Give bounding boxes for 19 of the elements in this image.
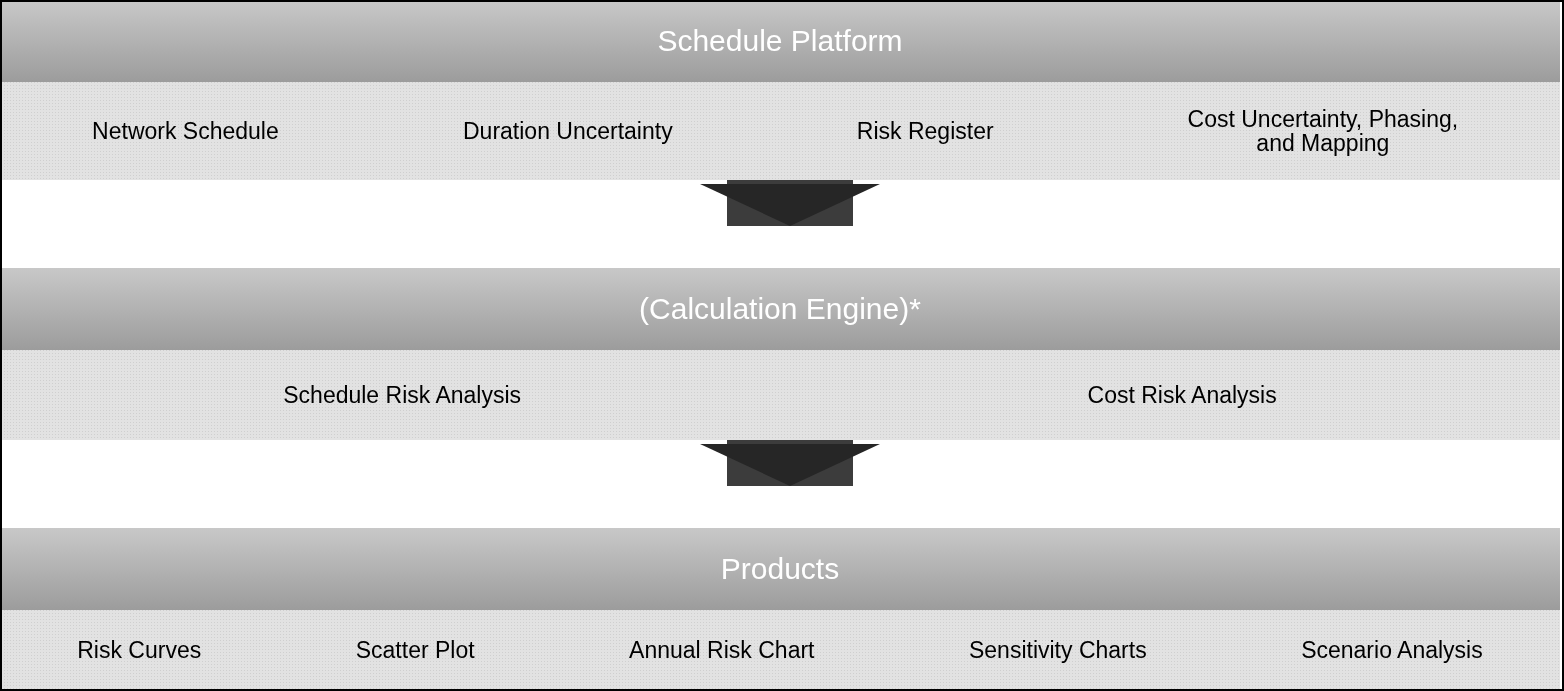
band-header: Products (0, 528, 1560, 610)
topic-label: Cost Risk Analysis (1087, 382, 1277, 408)
topic-label: Network Schedule (92, 118, 279, 144)
topic-label: Duration Uncertainty (463, 118, 673, 144)
section-band (0, 528, 1560, 691)
section-band (0, 0, 1560, 180)
topic-label: Cost Uncertainty, Phasing, and Mapping (1177, 106, 1468, 156)
section-band (0, 268, 1560, 440)
topic-label: Scenario Analysis (1301, 638, 1483, 663)
band-header: (Calculation Engine)* (0, 268, 1560, 350)
block-arrow (700, 180, 880, 226)
topic-label: Risk Register (856, 118, 994, 144)
topic-label: Risk Curves (77, 638, 202, 663)
block-arrow (700, 440, 880, 486)
topic-label: Scatter Plot (355, 638, 475, 663)
topic-label: Schedule Risk Analysis (283, 382, 522, 408)
band-header: Schedule Platform (0, 0, 1560, 82)
topic-label: Sensitivity Charts (968, 638, 1147, 663)
topic-label: Annual Risk Chart (629, 638, 815, 663)
